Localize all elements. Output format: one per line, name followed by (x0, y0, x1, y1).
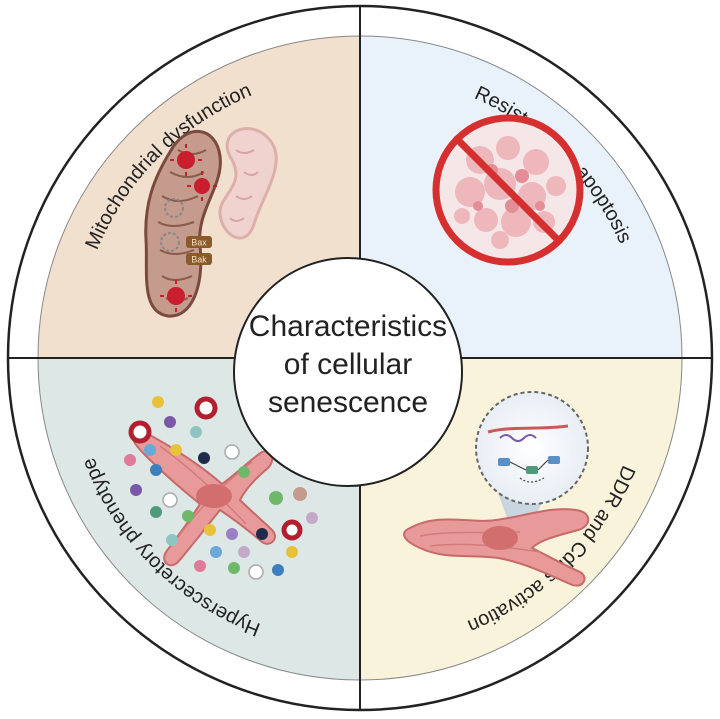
bax-label: Bax (191, 238, 207, 248)
secreted-factors (124, 396, 318, 580)
bak-label: Bak (191, 255, 207, 265)
dna-damage-cell-icon (403, 391, 590, 587)
center-title-line3: senescence (268, 386, 428, 419)
center-title-line1: Characteristics (249, 310, 447, 343)
mitochondria-icon: Bax Bak (144, 127, 278, 318)
no-apoptosis-icon (432, 114, 584, 266)
secretory-cell-icon (124, 396, 318, 580)
center-circle (233, 257, 463, 487)
center-title-line2: of cellular (284, 348, 412, 381)
